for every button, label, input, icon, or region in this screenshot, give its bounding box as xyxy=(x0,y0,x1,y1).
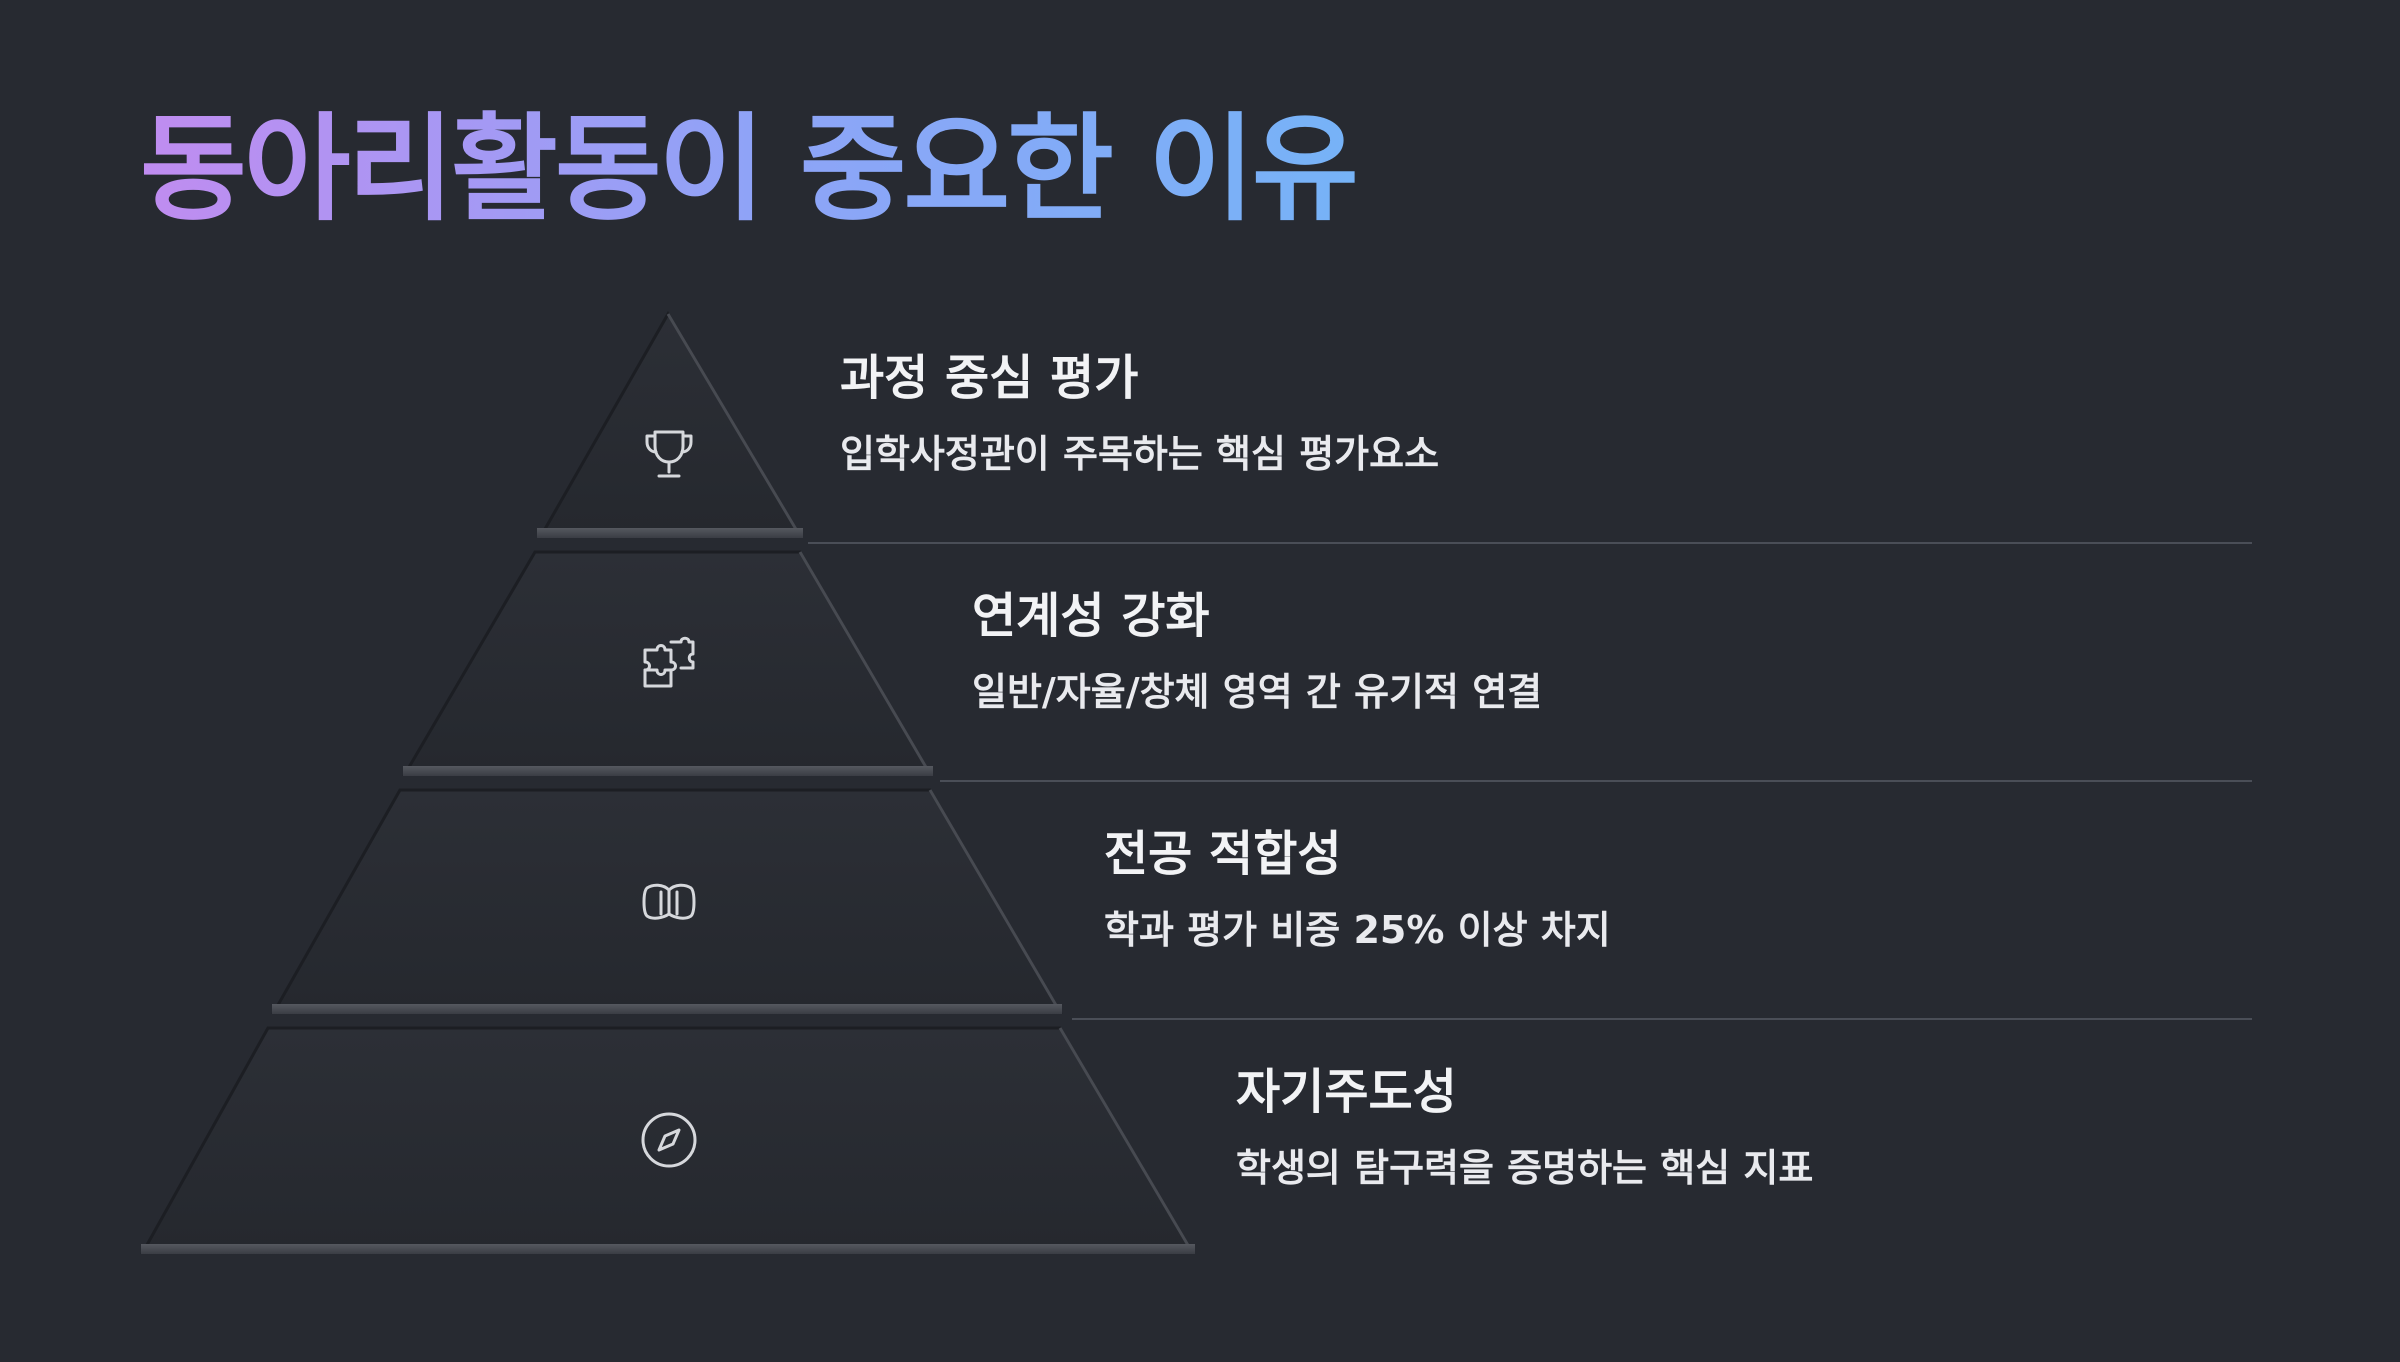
open-book-icon xyxy=(637,870,701,934)
item-title: 전공 적합성 xyxy=(1104,826,1342,882)
item-description: 일반/자율/창체 영역 간 유기적 연결 xyxy=(972,669,1543,714)
item-title: 연계성 강화 xyxy=(972,588,1210,644)
page-title: 동아리활동이 중요한 이유 xyxy=(140,100,1359,239)
puzzle-icon xyxy=(637,632,701,696)
pyramid-item-3: 전공 적합성 학과 평가 비중 25% 이상 차지 xyxy=(1104,826,1611,953)
pyramid-level-3 xyxy=(271,788,1063,1014)
item-description: 입학사정관이 주목하는 핵심 평가요소 xyxy=(840,431,1440,476)
divider-3 xyxy=(1072,1018,2252,1020)
item-description: 학과 평가 비중 25% 이상 차지 xyxy=(1104,907,1611,952)
pyramid-item-2: 연계성 강화 일반/자율/창체 영역 간 유기적 연결 xyxy=(972,588,1542,715)
compass-icon xyxy=(637,1108,701,1172)
pyramid-level-2 xyxy=(402,550,933,776)
divider-1 xyxy=(808,542,2252,544)
trophy-icon xyxy=(637,422,701,486)
divider-2 xyxy=(940,780,2252,782)
pyramid-level-4 xyxy=(140,1026,1195,1254)
pyramid-level-1 xyxy=(537,311,803,538)
pyramid-item-1: 과정 중심 평가 입학사정관이 주목하는 핵심 평가요소 xyxy=(840,350,1439,477)
item-title: 과정 중심 평가 xyxy=(840,350,1139,406)
pyramid-item-4: 자기주도성 학생의 탐구력을 증명하는 핵심 지표 xyxy=(1236,1064,1813,1191)
item-description: 학생의 탐구력을 증명하는 핵심 지표 xyxy=(1236,1145,1814,1190)
item-title: 자기주도성 xyxy=(1236,1064,1457,1120)
